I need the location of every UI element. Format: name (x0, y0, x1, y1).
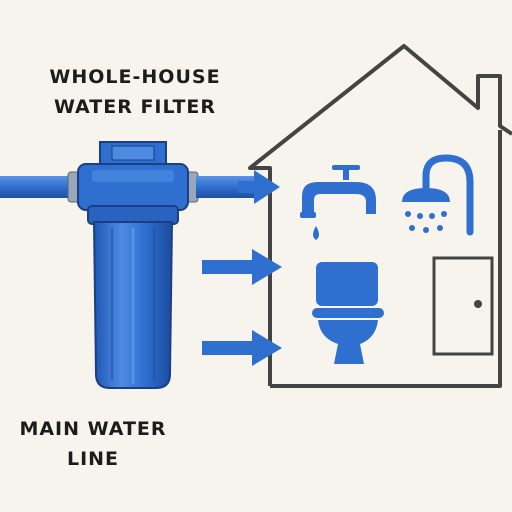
main-line-title-line2: LINE (66, 448, 120, 470)
main-water-pipe (0, 171, 83, 203)
toilet-icon (312, 262, 384, 364)
filter-title-line1: WHOLE-HOUSE (49, 66, 221, 88)
main-line-title: MAIN WATER LINE (8, 414, 178, 474)
faucet-icon (300, 165, 376, 240)
house-outline-icon (248, 44, 512, 388)
filter-title: WHOLE-HOUSE WATER FILTER (40, 62, 230, 122)
flow-arrow-middle (202, 249, 282, 285)
flow-arrow-top (238, 170, 280, 204)
flow-arrow-bottom (202, 330, 282, 366)
filter-title-line2: WATER FILTER (53, 96, 217, 118)
shower-icon (402, 154, 474, 236)
water-filter-icon (77, 141, 189, 389)
door-icon (432, 256, 494, 356)
main-line-title-line1: MAIN WATER (19, 418, 167, 440)
